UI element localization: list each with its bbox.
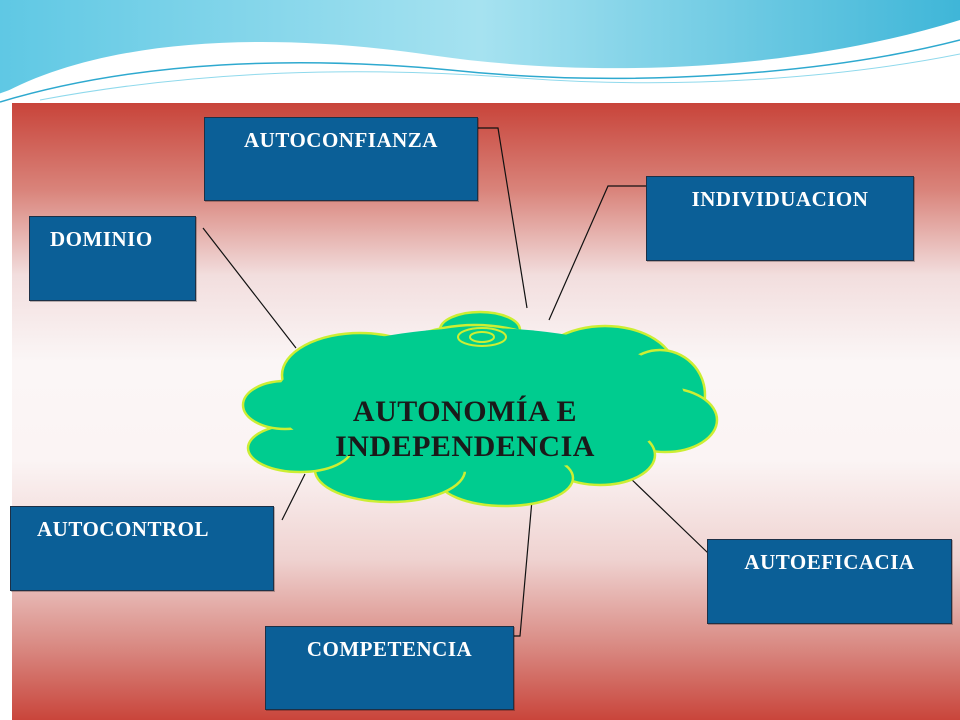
central-concept-line-2: INDEPENDENCIA [335, 430, 595, 463]
concept-label-competencia: COMPETENCIA [306, 637, 473, 661]
central-concept-label: AUTONOMÍA E INDEPENDENCIA [300, 394, 630, 464]
concept-label-autocontrol: AUTOCONTROL [37, 517, 209, 541]
concept-box-autocontrol: AUTOCONTROL [10, 506, 274, 591]
concept-label-dominio: DOMINIO [50, 227, 153, 251]
concept-box-competencia: COMPETENCIA [265, 626, 514, 710]
concept-label-autoconfianza: AUTOCONFIANZA [244, 128, 438, 152]
concept-label-autoeficacia: AUTOEFICACIA [744, 550, 915, 574]
concept-box-autoconfianza: AUTOCONFIANZA [204, 117, 478, 201]
connector-individuacion [548, 185, 648, 321]
connector-autoconfianza [478, 127, 528, 309]
connector-dominio [202, 227, 297, 349]
header-swoosh-graphic [0, 0, 960, 103]
central-concept-line-1: AUTONOMÍA E [352, 395, 578, 428]
concept-box-autoeficacia: AUTOEFICACIA [707, 539, 952, 624]
connector-competencia [512, 499, 533, 637]
connector-autoeficacia [627, 475, 709, 554]
connector-autocontrol [281, 473, 306, 521]
concept-box-individuacion: INDIVIDUACION [646, 176, 914, 261]
concept-box-dominio: DOMINIO [29, 216, 196, 301]
concept-label-individuacion: INDIVIDUACION [691, 187, 869, 211]
